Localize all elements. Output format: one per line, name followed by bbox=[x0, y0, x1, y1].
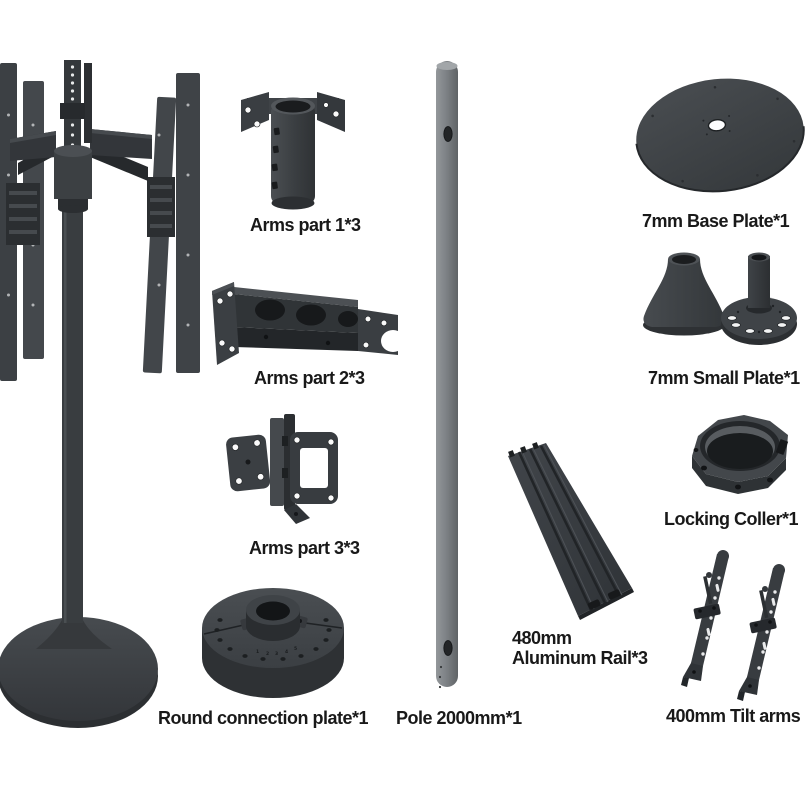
locking-coller-image bbox=[678, 402, 800, 507]
svg-text:4: 4 bbox=[285, 649, 288, 655]
base-plate-image bbox=[633, 75, 808, 200]
locking-coller-graphic bbox=[692, 415, 789, 494]
svg-text:1: 1 bbox=[256, 649, 259, 655]
arms-part-3-label: Arms part 3*3 bbox=[249, 538, 360, 558]
arms-part-2-label: Arms part 2*3 bbox=[254, 368, 365, 388]
arms-part-2-graphic bbox=[212, 282, 403, 365]
small-plate-graphic bbox=[643, 252, 797, 345]
locking-coller-label: Locking Coller*1 bbox=[664, 509, 799, 529]
arms-part-1-label: Arms part 1*3 bbox=[250, 215, 361, 235]
aluminum-rail-label-line2: Aluminum Rail*3 bbox=[512, 648, 648, 668]
arms-part-3-image bbox=[226, 406, 341, 531]
svg-text:2: 2 bbox=[266, 651, 269, 657]
pole-image bbox=[424, 57, 468, 697]
tilt-arms-image bbox=[675, 548, 810, 703]
small-plate-image bbox=[638, 246, 810, 364]
arms-part-2-image bbox=[208, 277, 403, 372]
aluminum-rail-label: 480mm Aluminum Rail*3 bbox=[512, 628, 648, 668]
tilt-arms-graphic bbox=[681, 550, 785, 701]
small-plate-label: 7mm Small Plate*1 bbox=[648, 368, 800, 388]
assembled-stand-graphic bbox=[0, 60, 200, 728]
arms-part-1-graphic bbox=[241, 92, 345, 210]
pole-graphic bbox=[436, 61, 458, 689]
base-plate-label: 7mm Base Plate*1 bbox=[642, 211, 790, 231]
base-plate-graphic bbox=[635, 78, 805, 193]
arms-part-3-graphic bbox=[226, 414, 338, 524]
svg-text:5: 5 bbox=[294, 646, 297, 652]
arms-part-1-image bbox=[233, 86, 353, 221]
aluminum-rail-label-line1: 480mm bbox=[512, 628, 572, 648]
aluminum-rail-image bbox=[492, 438, 642, 623]
svg-text:3: 3 bbox=[275, 651, 278, 657]
pole-label: Pole 2000mm*1 bbox=[396, 708, 522, 728]
tilt-arms-label: 400mm Tilt arms bbox=[666, 706, 801, 726]
round-connection-plate-label: Round connection plate*1 bbox=[158, 708, 369, 728]
aluminum-rail-graphic bbox=[508, 442, 634, 620]
assembled-stand-image bbox=[0, 55, 220, 745]
